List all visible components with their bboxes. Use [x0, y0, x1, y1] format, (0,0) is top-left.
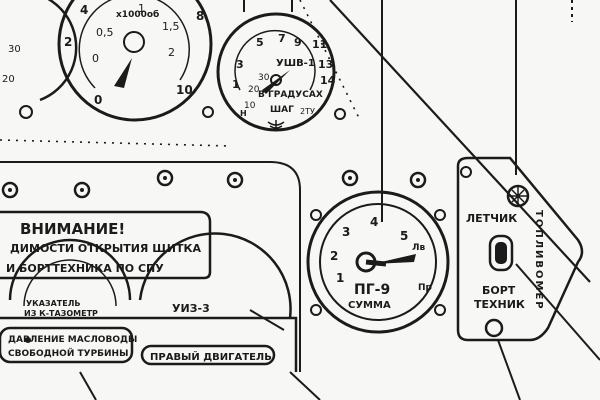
rpm-inner-tick-2: 2: [168, 46, 175, 59]
ushv-unit-line3: 2ТУ: [300, 107, 315, 116]
rpm-hub: [123, 31, 145, 53]
ushv-letter-n: Н: [240, 109, 247, 118]
uiz-label: УИЗ-3: [172, 302, 210, 315]
ushv-bolt-right: [334, 108, 346, 120]
rpm-tick-10: 10: [176, 83, 193, 97]
ushv-tick-9: 9: [294, 36, 302, 49]
warning-line3: И БОРТТЕХНИКА ПО СПУ: [6, 262, 164, 275]
pg9-needle-secondary: [365, 259, 387, 267]
ushv-inner-tick-30: 30: [258, 73, 270, 83]
pg9-sum-label: СУММА: [348, 300, 391, 311]
switch-label-pilot: ЛЕТЧИК: [466, 212, 517, 225]
fuel-gauge-switch-panel: ЛЕТЧИК БОРТ ТЕХНИК ТОПЛИВОМЕР: [456, 156, 600, 361]
oil-label-2: СВОБОДНОЙ ТУРБИНЫ: [8, 347, 128, 359]
pg9-tick-2: 2: [330, 249, 338, 263]
ushv-tick-1: 1: [232, 78, 240, 91]
wings-logo-icon: [267, 120, 285, 130]
ushv-gauge: 1 3 5 7 9 11 13 14 10 20 30 УШВ-1 В ГРАД…: [216, 12, 336, 132]
pg9-tick-5: 5: [400, 229, 408, 243]
knob-knurl: [508, 186, 528, 206]
rpm-inner-tick-1: 1: [138, 2, 145, 15]
lead-line-bottom-2: [289, 371, 321, 400]
rpm-gauge: 0 2 4 8 10 0 0,5 1 1,5 2 x1000об: [57, 0, 213, 122]
ushv-inner-tick-10: 10: [244, 101, 256, 111]
rpm-inner-tick-05: 0,5: [96, 26, 114, 39]
ushv-tick-3: 3: [236, 58, 244, 71]
ushv-needle: [262, 70, 290, 94]
ushv-bolt-left: [202, 106, 214, 118]
lower-panel-edge: [0, 316, 298, 372]
lead-line-bottom-1: [79, 371, 97, 400]
toggle-switch-lever[interactable]: [495, 242, 507, 264]
oil-pressure-plate: ДАВЛЕНИЕ МАСЛОВОДЫ СВОБОДНОЙ ТУРБИНЫ: [0, 326, 137, 364]
warning-title: ВНИМАНИЕ!: [20, 220, 125, 238]
toggle-switch-housing: [488, 234, 514, 272]
right-engine-label: ПРАВЫЙ ДВИГАТЕЛЬ: [150, 350, 272, 363]
indicator-label-2: ИЗ К-ТАЗОМЕТР: [24, 309, 98, 318]
ushv-unit-line1: В ГРАДУСАХ: [258, 90, 323, 100]
indicator-gauge: УКАЗАТЕЛЬ ИЗ К-ТАЗОМЕТР: [8, 238, 132, 318]
plate-rivet: [25, 337, 31, 343]
pg9-tick-4: 4: [370, 215, 378, 229]
uiz-needle: [249, 309, 285, 331]
rpm-needle: [114, 58, 132, 88]
rpm-tick-0: 0: [94, 93, 102, 107]
switch-panel-screw: [460, 166, 472, 178]
warning-placard: ВНИМАНИЕ! ДИМОСТИ ОТКРЫТИЯ ЩИТКА И БОРТТ…: [0, 210, 212, 280]
switch-lead-line: [515, 263, 600, 361]
rpm-inner-tick-15: 1,5: [162, 20, 180, 33]
pg9-model-label: ПГ-9: [354, 282, 390, 298]
ushv-tick-11: 11: [312, 38, 327, 51]
ushv-tick-5: 5: [256, 36, 264, 49]
oil-label-1: ДАВЛЕНИЕ МАСЛОВОДЫ: [8, 335, 137, 345]
warning-line2: ДИМОСТИ ОТКРЫТИЯ ЩИТКА: [10, 242, 202, 255]
pg9-gauge: 1 2 3 4 5 Лв Пр ПГ-9 СУММА: [306, 190, 450, 334]
bolt-row: [1, 169, 427, 199]
rpm-inner-tick-0: 0: [92, 52, 99, 65]
rpm-tick-4: 4: [80, 3, 88, 17]
rpm-tick-8: 8: [196, 9, 204, 23]
upper-panel-edge: [0, 161, 301, 372]
dotted-row: [0, 139, 231, 147]
pg9-suffix-lev: Лв: [412, 243, 425, 253]
switch-label-tehnik: ТЕХНИК: [474, 298, 525, 311]
ushv-inner-tick-20: 20: [248, 85, 260, 95]
pg9-suffix-pr: Пр: [418, 283, 433, 293]
switch-label-bort: БОРТ: [482, 284, 516, 297]
left-bolt: [19, 105, 33, 119]
ushv-unit-line2: ШАГ: [270, 105, 294, 115]
ushv-tick-7: 7: [278, 32, 286, 45]
switch-bottom-bolt: [484, 318, 504, 338]
ushv-model-label: УШВ-1: [276, 58, 315, 69]
right-engine-plate: ПРАВЫЙ ДВИГАТЕЛЬ: [140, 344, 276, 366]
pg9-tick-3: 3: [342, 225, 350, 239]
rpm-tick-2: 2: [64, 35, 72, 49]
fuel-gauge-side-label: ТОПЛИВОМЕР: [533, 210, 544, 311]
indicator-label-1: УКАЗАТЕЛЬ: [26, 299, 80, 308]
ushv-tick-14: 14: [320, 74, 336, 87]
right-slanted-edge: [329, 0, 591, 283]
ushv-tick-13: 13: [318, 58, 333, 71]
lead-line-bottom-3: [497, 339, 521, 400]
pg9-tick-1: 1: [336, 271, 344, 285]
left-gauge-tick-20: 20: [2, 74, 15, 85]
rpm-unit-label: x1000об: [116, 9, 159, 20]
ushv-hub: [270, 74, 282, 86]
left-gauge-tick-30: 30: [8, 44, 21, 55]
left-gauge: 30 20: [2, 0, 78, 102]
uiz-gauge: УИЗ-3: [138, 232, 292, 331]
